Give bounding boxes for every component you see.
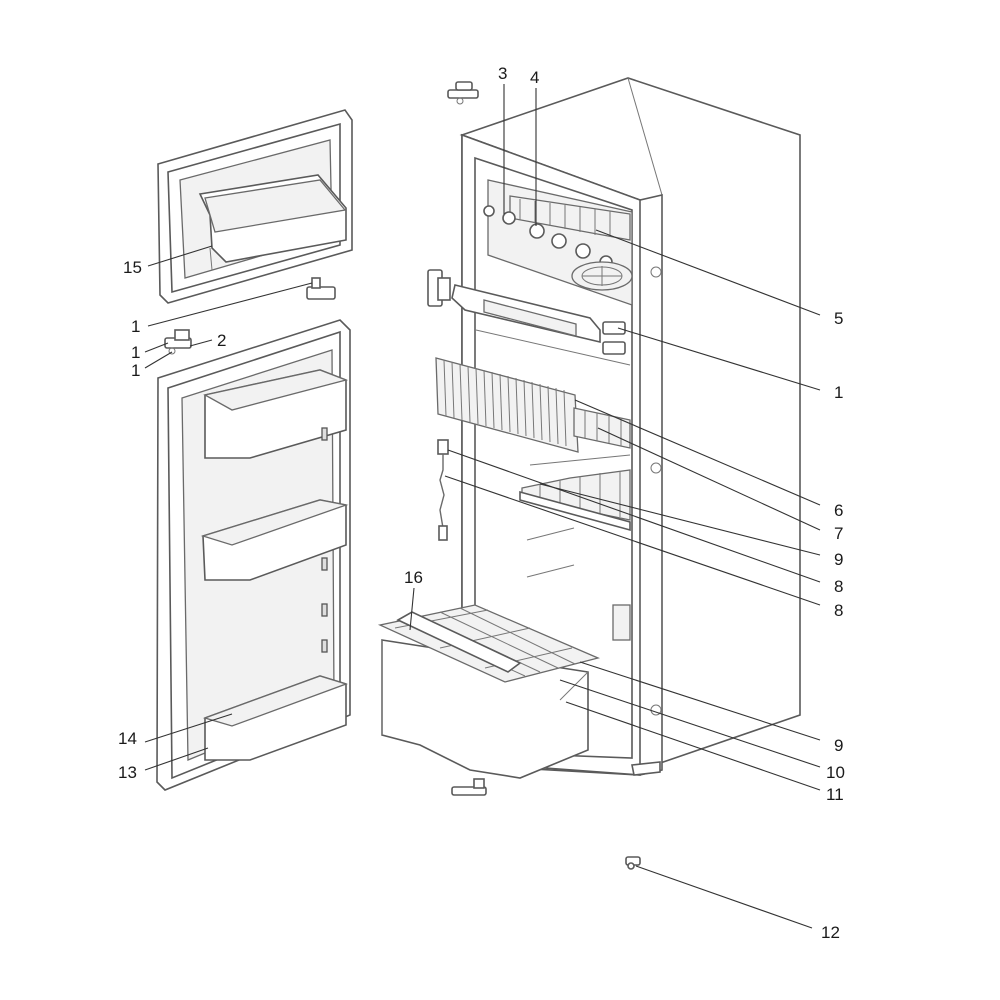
leader-16 [409,587,415,631]
callout-1: 1 [131,361,140,380]
door-shelf-top [203,369,349,459]
callout-1: 1 [131,343,140,362]
door-shelf-bottom [202,675,349,761]
sensor-wire [437,439,449,541]
middle-hinge [164,329,192,355]
screw-part [625,856,641,870]
leader-12 [635,865,813,929]
leader-lines [144,84,821,929]
fridge-door [156,319,351,791]
leader-9a [539,483,821,556]
leader-8b [444,475,821,606]
callout-10: 10 [826,763,845,782]
callout-1: 1 [834,383,843,402]
leader-7 [597,427,821,531]
callout-16: 16 [404,568,423,587]
freezer-door [157,109,353,304]
callout-13: 13 [118,763,137,782]
leader-15 [147,245,213,267]
leader-9b [579,661,821,741]
evaporator [435,357,579,453]
hinge [427,269,451,307]
leader-1b [144,342,169,353]
callout-9: 9 [834,736,843,755]
callout-15: 15 [123,258,142,277]
top-hinge-bracket [447,81,479,105]
leader-1a [147,282,313,327]
callout-1: 1 [131,317,140,336]
leader-2 [189,339,213,347]
leader-14 [144,713,233,743]
callout-labels: 3 4 15 5 1 2 1 1 1 6 7 9 8 16 8 14 9 13 … [118,64,845,942]
callout-14: 14 [118,729,137,748]
leader-8a [447,449,821,583]
fan [571,261,633,291]
callout-12: 12 [821,923,840,942]
leader-5 [595,229,821,316]
bottom-hinge [451,778,487,796]
callout-7: 7 [834,524,843,543]
leader-10 [559,679,821,768]
leader-11 [565,701,821,791]
freezer-rack [509,195,631,241]
callout-8: 8 [834,577,843,596]
callout-5: 5 [834,309,843,328]
leader-1d [617,327,821,391]
refrigerator-cabinet [427,77,801,776]
callout-11: 11 [826,785,844,804]
callout-9: 9 [834,550,843,569]
label-plate [612,604,631,641]
door-shelf-middle [200,499,349,581]
callout-2: 2 [217,331,226,350]
leader-6 [574,399,821,506]
callout-6: 6 [834,501,843,520]
callout-8: 8 [834,601,843,620]
leader-1c [144,351,173,369]
callout-3: 3 [498,64,507,83]
leader-13 [144,747,209,771]
callout-4: 4 [530,68,539,87]
